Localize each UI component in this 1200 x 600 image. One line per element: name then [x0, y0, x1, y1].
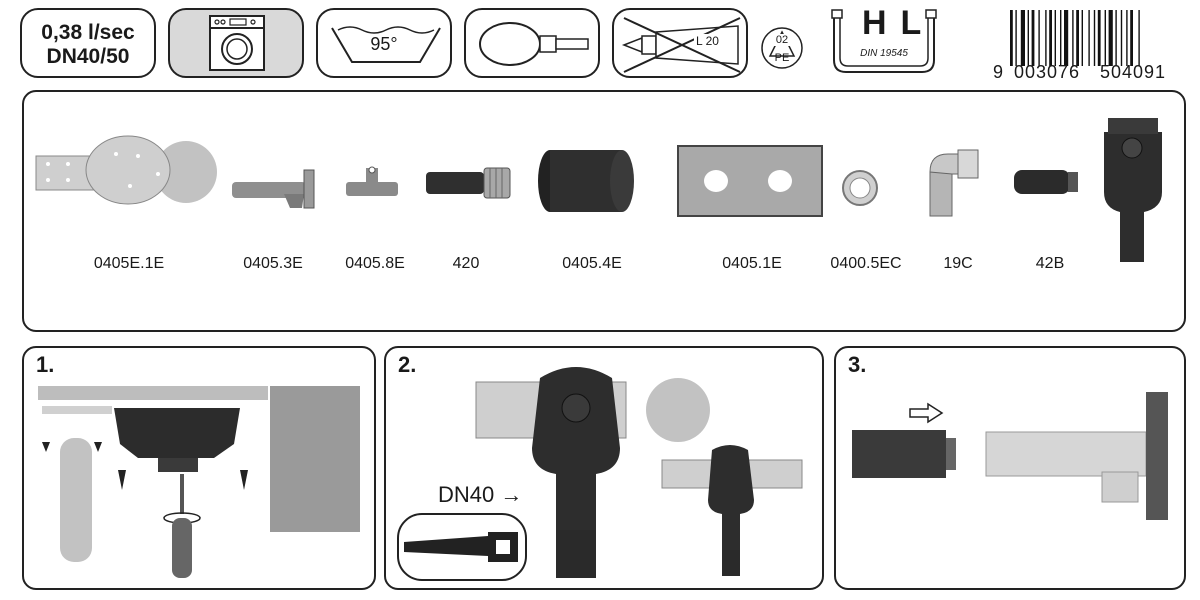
din-label: DIN 19545	[860, 48, 908, 59]
threaded-tube-part	[426, 167, 511, 199]
barcode-bar	[1081, 10, 1083, 66]
step-1-number: 1.	[36, 352, 55, 377]
barcode-bar	[1130, 10, 1133, 66]
washing-machine-icon	[209, 15, 265, 71]
part-label: 0405E.1E	[93, 255, 165, 272]
barcode-bar	[1010, 10, 1013, 66]
bracket-part	[346, 166, 398, 196]
part-label: 0405.3E	[243, 255, 303, 272]
barcode-bar	[1097, 10, 1101, 66]
angle-connector-part	[929, 149, 979, 217]
barcode-bar	[1138, 10, 1140, 66]
siphon-part	[1104, 118, 1162, 262]
elbow-pipe-part	[232, 169, 315, 209]
lock-nut-part	[842, 170, 878, 206]
large-sleeve-part	[538, 150, 634, 212]
flow-rate-box: 0,38 l/sec DN40/50	[20, 8, 156, 78]
arrow-right-icon	[909, 402, 944, 424]
barcode-bar	[1104, 10, 1106, 66]
barcode-bar	[1120, 10, 1123, 66]
washing-machine-symbol	[168, 8, 304, 78]
dn40-annotation: DN40 →	[438, 482, 523, 507]
part-label: 0405.8E	[345, 255, 405, 272]
barcode-bar	[1126, 10, 1128, 66]
pipe-connector-icon	[479, 22, 589, 66]
step-3-illustration	[852, 392, 1168, 520]
part-label: 0400.5EC	[830, 255, 902, 272]
barcode-bar	[1049, 10, 1052, 66]
barcode-bar	[1088, 10, 1090, 66]
barcode	[1010, 10, 1140, 66]
barcode-group-2: 504091	[1100, 62, 1167, 82]
barcode-bar	[1054, 10, 1056, 66]
barcode-bar	[1108, 10, 1113, 66]
barcode-bar	[1064, 10, 1069, 66]
part-label: 420	[452, 255, 480, 272]
recycle-material: PE	[774, 52, 790, 64]
tube-part	[1014, 170, 1078, 194]
part-label: 42B	[1035, 255, 1065, 272]
cover-plate-part	[677, 145, 823, 217]
step-1-illustration	[38, 386, 360, 578]
barcode-bar	[1072, 10, 1074, 66]
saw-icon	[397, 513, 527, 581]
barcode-bar	[1027, 10, 1029, 66]
flow-rate-text: 0,38 l/sec	[41, 21, 135, 44]
part-label: 19C	[943, 255, 973, 272]
barcode-bar	[1045, 10, 1047, 66]
barcode-bar	[1060, 10, 1062, 66]
barcode-bar	[1115, 10, 1117, 66]
part-label: 0405.1E	[722, 255, 782, 272]
cross-label: L 20	[694, 34, 721, 48]
barcode-group-1: 003076	[1014, 62, 1081, 82]
hl-logo	[831, 9, 937, 73]
barcode-bar	[1020, 10, 1025, 66]
step-2-illustration	[475, 367, 803, 578]
mounting-plate-part	[35, 135, 217, 205]
pipe-connector-symbol	[464, 8, 600, 78]
part-label: 0405.4E	[562, 255, 622, 272]
temperature-symbol: 95°	[316, 8, 452, 78]
hl-logo-text: HL	[862, 4, 936, 42]
barcode-bar	[1031, 10, 1035, 66]
barcode-first-digit: 9	[993, 62, 1004, 82]
barcode-bar	[1093, 10, 1096, 66]
barcode-bar	[1015, 10, 1017, 66]
no-silicone-symbol: L 20	[612, 8, 748, 78]
basin-icon	[331, 26, 441, 63]
step-3-number: 3.	[848, 352, 867, 377]
barcode-bar	[1038, 10, 1040, 66]
pipe-size-text: DN40/50	[46, 45, 130, 68]
step-2-number: 2.	[398, 352, 417, 377]
barcode-bar	[1076, 10, 1079, 66]
recycle-code: 02	[771, 34, 793, 46]
temperature-text: 95°	[370, 34, 398, 54]
sealant-tube-icon	[621, 17, 741, 73]
